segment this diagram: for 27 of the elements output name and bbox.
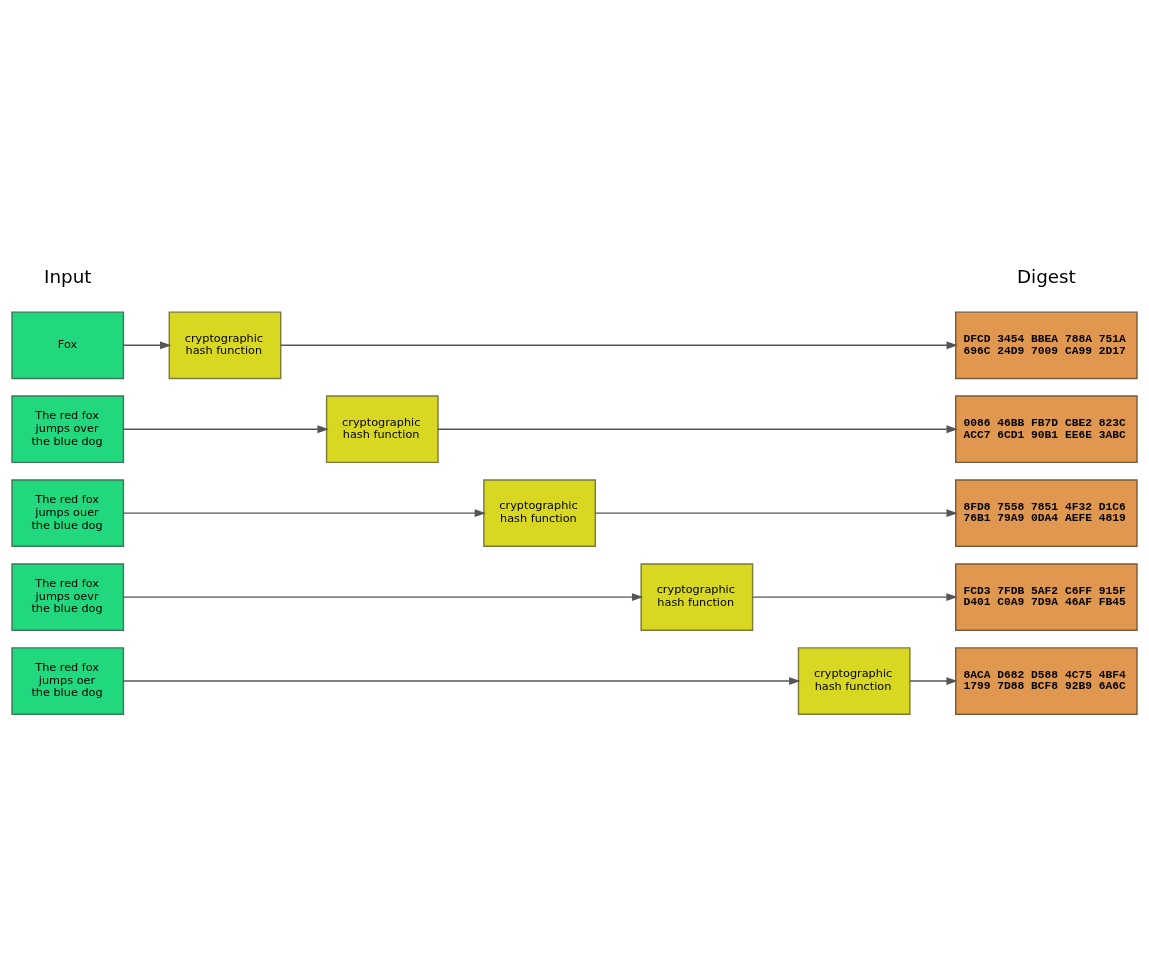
node-box: cryptographic hash function [797, 646, 911, 715]
node-box: FCD3 7FDB 5AF2 C6FF 915F D401 C0A9 7D9A 46AF FB45 [955, 562, 1138, 631]
arrow [752, 592, 958, 601]
node-box: cryptographic hash function [168, 310, 282, 379]
node-box: The red fox jumps oevr the blue dog [11, 562, 125, 631]
arrow [437, 424, 958, 433]
arrow [594, 508, 958, 517]
node-box: 8ACA D682 D588 4C75 4BF4 1799 7D88 BCF8 92B9 6A6C [955, 646, 1138, 715]
arrow [122, 508, 486, 517]
node-box: cryptographic hash function [483, 478, 596, 547]
arrow [122, 424, 329, 433]
arrow [122, 676, 801, 685]
node-box: DFCD 3454 BBEA 788A 751A 696C 24D9 7009 CA99 2D17 [955, 310, 1138, 379]
label: Digest [1016, 265, 1076, 287]
arrow [122, 592, 644, 601]
arrow [909, 676, 958, 685]
arrow [280, 340, 958, 349]
arrow [122, 340, 172, 349]
label: Input [43, 265, 92, 287]
node-box: The red fox jumps oer the blue dog [11, 646, 125, 715]
node-box: Fox [11, 310, 125, 379]
node-box: 8FD8 7558 7851 4F32 D1C6 76B1 79A9 0DA4 AEFE 4819 [955, 478, 1138, 547]
node-box: cryptographic hash function [640, 562, 754, 631]
node-box: The red fox jumps over the blue dog [11, 394, 125, 463]
node-box: 0086 46BB FB7D CBE2 823C ACC7 6CD1 90B1 EE6E 3ABC [955, 394, 1138, 463]
node-box: The red fox jumps ouer the blue dog [11, 478, 125, 547]
node-box: cryptographic hash function [325, 394, 439, 463]
